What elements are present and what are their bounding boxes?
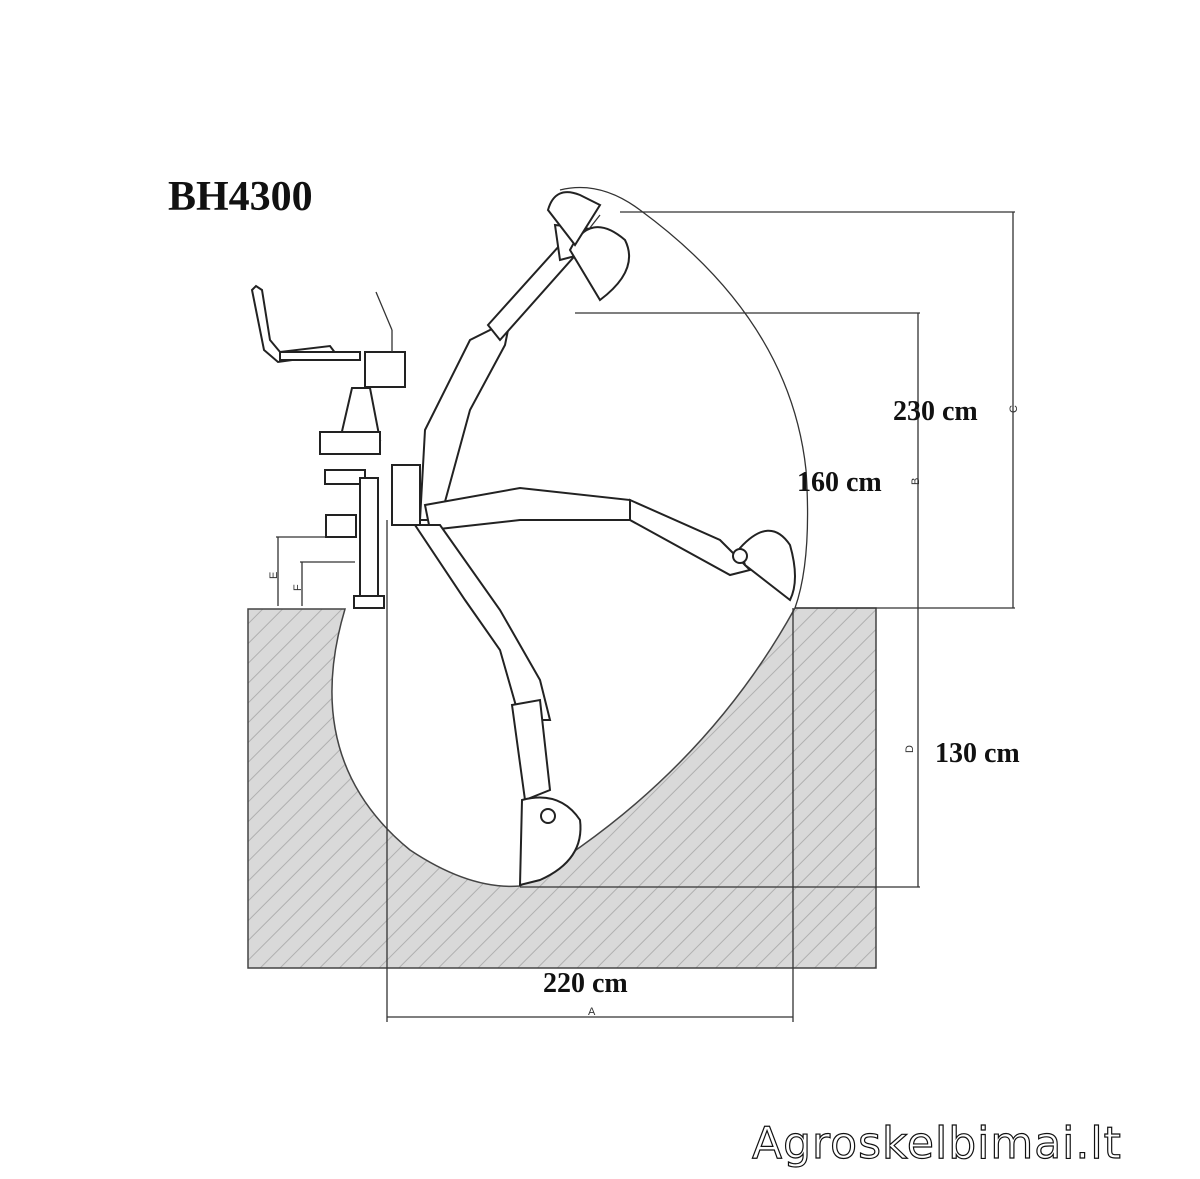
dump-height-label: 160 cm (797, 467, 882, 498)
ground-section (247, 607, 877, 969)
boom-raised (418, 191, 630, 521)
letter-b: B (910, 478, 922, 485)
reach-height-label: 230 cm (893, 396, 978, 427)
boom-extended (423, 486, 796, 602)
letter-d: D (904, 745, 916, 753)
boom-lowered (413, 524, 582, 887)
letter-e: E (268, 572, 280, 579)
model-title: BH4300 (168, 174, 313, 220)
dig-depth-label: 130 cm (935, 738, 1020, 769)
letter-f: F (292, 584, 304, 591)
reach-envelope (559, 186, 809, 609)
watermark: Agroskelbimai.lt (752, 1118, 1122, 1169)
letter-a: A (588, 1006, 596, 1018)
reach-width-label: 220 cm (543, 968, 628, 999)
dimension-lines (276, 211, 1015, 1022)
letter-c: C (1008, 405, 1020, 413)
seat-and-frame (250, 284, 421, 609)
